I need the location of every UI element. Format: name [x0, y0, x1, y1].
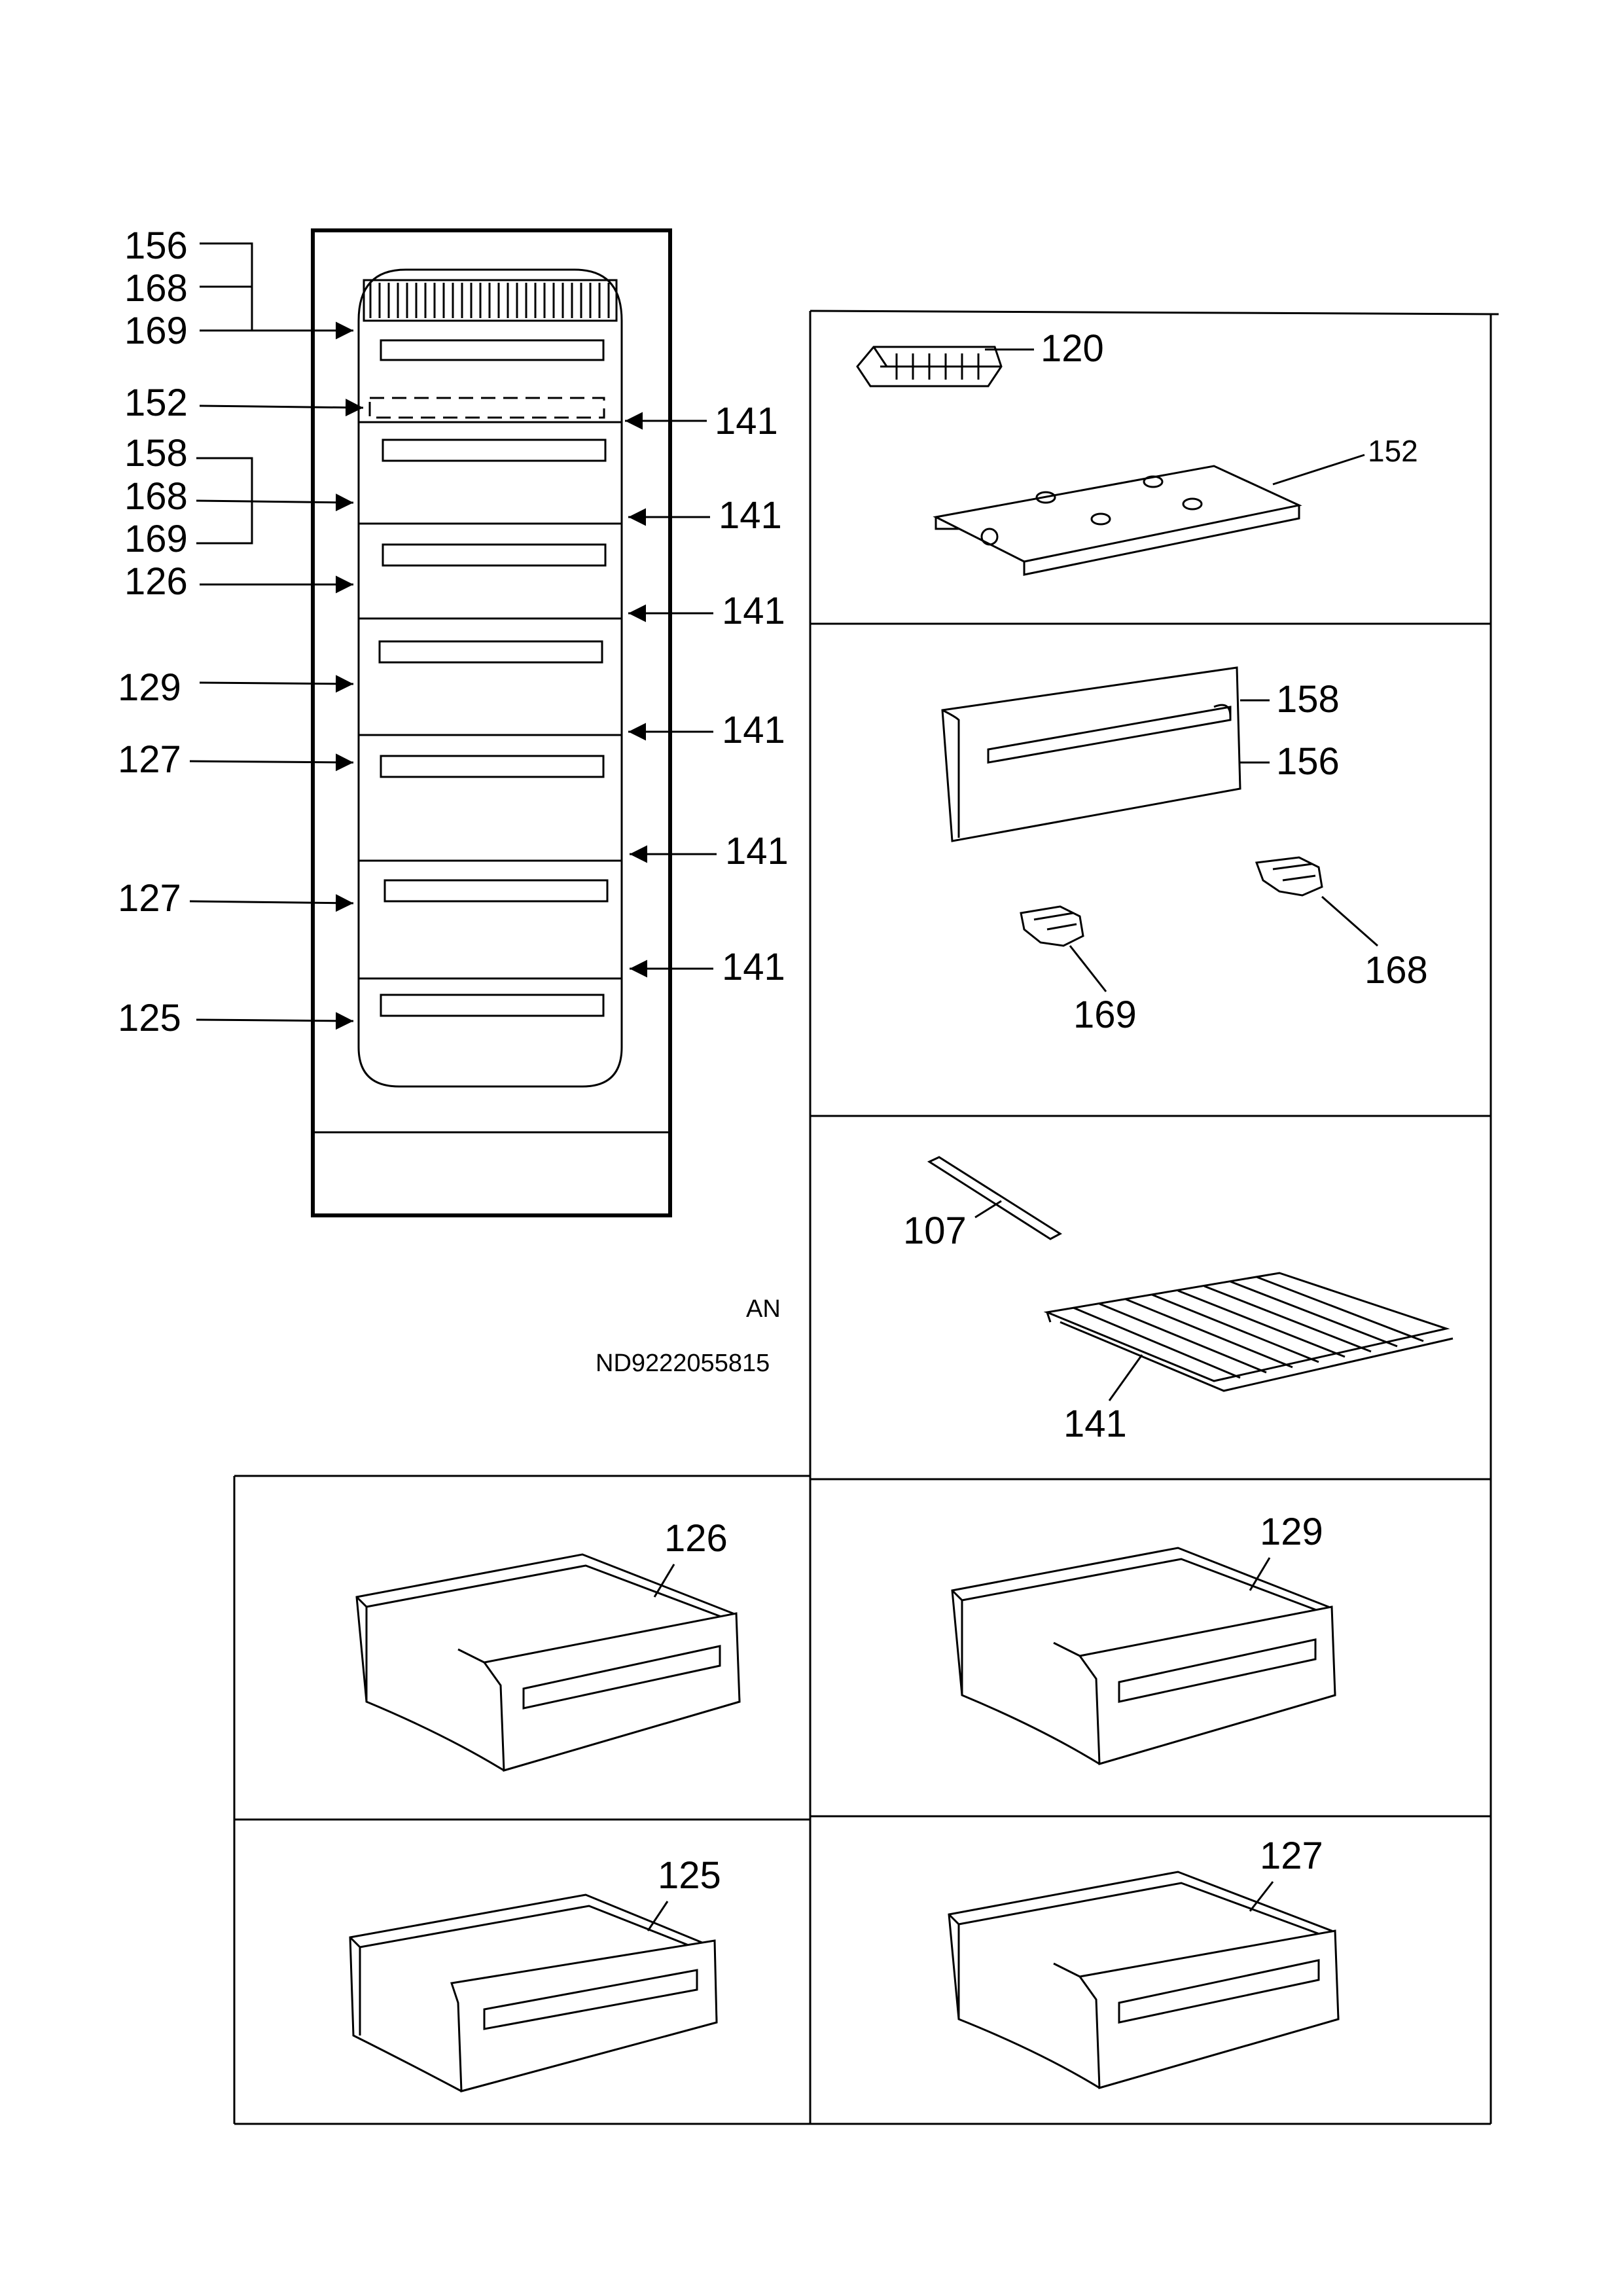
drawer-126: [355, 1553, 741, 1772]
callout-152: 152: [1368, 434, 1418, 468]
rail-strip: [927, 1156, 1062, 1240]
callout-141: 141: [722, 590, 785, 632]
drawer-129: [951, 1547, 1336, 1765]
callout-169: 169: [1073, 994, 1137, 1036]
callout-126: 126: [124, 560, 188, 603]
callout-152: 152: [124, 382, 188, 424]
callout-125: 125: [118, 997, 181, 1039]
callout-129: 129: [1260, 1511, 1323, 1553]
freezer-cabinet: [311, 228, 672, 1217]
wire-shelf: [1043, 1272, 1454, 1392]
cabinet-left-callouts: 156 168 169 152 158 168 169 126 129 127 …: [118, 224, 364, 1039]
panel-frames: [233, 310, 1499, 2125]
callout-129: 129: [118, 666, 181, 709]
ice-cube-tray: [856, 346, 1003, 387]
callout-141: 141: [725, 830, 789, 872]
hinge-168: [1255, 856, 1323, 897]
callout-127: 127: [118, 738, 181, 781]
callout-158: 158: [124, 432, 188, 475]
callout-169: 169: [124, 518, 188, 560]
cabinet-right-callouts: 141 141 141 141 141 141: [625, 400, 789, 988]
callout-168: 168: [124, 267, 188, 310]
evaporator-grille: [363, 279, 618, 322]
freezer-tray: [933, 465, 1302, 576]
callout-107: 107: [903, 1210, 967, 1252]
callout-141: 141: [1063, 1403, 1127, 1445]
callout-141: 141: [722, 946, 785, 988]
callout-120: 120: [1041, 327, 1104, 370]
callout-127: 127: [1260, 1835, 1323, 1877]
hinge-169: [1020, 905, 1084, 947]
callout-141: 141: [719, 494, 782, 537]
part-number: ND9222055815: [596, 1350, 770, 1377]
drawer-125: [349, 1893, 718, 2092]
assembly-note: AN: [746, 1295, 781, 1323]
callout-156: 156: [1276, 740, 1340, 783]
callout-141: 141: [722, 709, 785, 751]
callout-126: 126: [664, 1517, 728, 1560]
callout-158: 158: [1276, 678, 1340, 721]
callout-168: 168: [124, 475, 188, 518]
flap-door: [941, 666, 1241, 842]
callout-127: 127: [118, 877, 181, 920]
callout-156: 156: [124, 224, 188, 267]
callout-168: 168: [1364, 949, 1428, 992]
callout-141: 141: [715, 400, 778, 442]
callout-169: 169: [124, 310, 188, 352]
drawer-127: [948, 1871, 1340, 2089]
callout-125: 125: [658, 1854, 721, 1897]
